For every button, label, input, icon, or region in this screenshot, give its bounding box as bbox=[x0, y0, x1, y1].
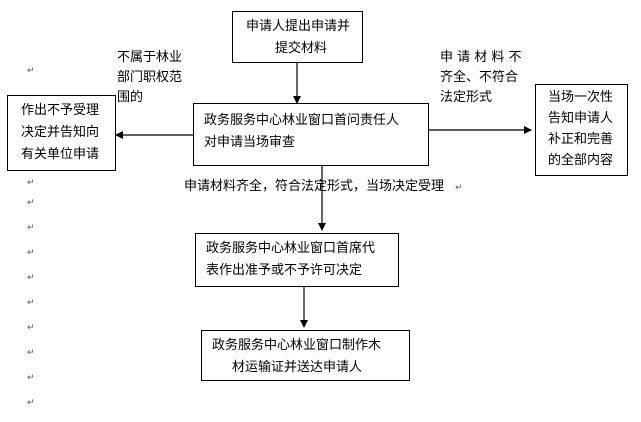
paragraph-mark: ↵ bbox=[27, 178, 35, 188]
box-window-review: 政务服务中心林业窗口首问责任人 对申请当场审查 bbox=[193, 103, 429, 166]
paragraph-mark: ↵ bbox=[455, 183, 463, 193]
label-incomplete-line3: 法定形式 bbox=[440, 90, 493, 105]
box-issue-certificate-line2: 材运输证并送达申请人 bbox=[232, 360, 363, 375]
paragraph-mark: ↵ bbox=[27, 373, 35, 383]
box-issue-certificate-line1: 政务服务中心林业窗口制作木 bbox=[212, 338, 382, 353]
box-notify-once-line3: 补正和完善 bbox=[548, 132, 614, 147]
paragraph-mark: ↵ bbox=[27, 248, 35, 258]
box-notify-once: 当场一次性 告知申请人 补正和完善 的全部内容 bbox=[535, 84, 628, 176]
box-not-accepted: 作出不予受理 决定并告知向 有关单位申请 bbox=[7, 95, 116, 171]
paragraph-mark: ↵ bbox=[27, 273, 35, 283]
label-out-of-scope-line1: 不属于林业 bbox=[117, 50, 183, 65]
box-chief-decision: 政务服务中心林业窗口首席代 表作出准予或不予许可决定 bbox=[195, 233, 399, 287]
paragraph-mark: ↵ bbox=[27, 348, 35, 358]
paragraph-mark: ↵ bbox=[27, 398, 35, 408]
label-out-of-scope-line2: 部门职权范 bbox=[117, 70, 183, 85]
box-not-accepted-line2: 决定并告知向 bbox=[21, 125, 100, 140]
box-notify-once-line1: 当场一次性 bbox=[548, 90, 614, 105]
label-incomplete-line1: 申 请 材 料 不 bbox=[440, 50, 522, 65]
box-window-review-line1: 政务服务中心林业窗口首问责任人 bbox=[204, 113, 400, 128]
label-out-of-scope-line3: 围的 bbox=[117, 90, 144, 105]
box-not-accepted-line1: 作出不予受理 bbox=[21, 103, 100, 118]
label-complete: 申请材料齐全，符合法定形式，当场决定受理 bbox=[184, 179, 445, 194]
box-issue-certificate: 政务服务中心林业窗口制作木 材运输证并送达申请人 bbox=[201, 330, 410, 381]
paragraph-mark: ↵ bbox=[27, 323, 35, 333]
paragraph-mark: ↵ bbox=[27, 66, 35, 76]
paragraph-mark: ↵ bbox=[27, 198, 35, 208]
label-incomplete-line2: 齐全、不符合 bbox=[440, 70, 519, 85]
box-applicant-submit-line2: 提交材料 bbox=[275, 41, 328, 56]
box-chief-decision-line2: 表作出准予或不予许可决定 bbox=[206, 263, 363, 278]
box-chief-decision-line1: 政务服务中心林业窗口首席代 bbox=[206, 241, 376, 256]
box-not-accepted-line3: 有关单位申请 bbox=[21, 147, 100, 162]
box-notify-once-line2: 告知申请人 bbox=[548, 111, 614, 126]
box-applicant-submit-line1: 申请人提出申请并 bbox=[246, 19, 351, 34]
paragraph-mark: ↵ bbox=[27, 223, 35, 233]
paragraph-mark: ↵ bbox=[27, 298, 35, 308]
box-applicant-submit: 申请人提出申请并 提交材料 bbox=[232, 11, 363, 63]
box-window-review-line2: 对申请当场审查 bbox=[204, 135, 296, 150]
box-notify-once-line4: 的全部内容 bbox=[548, 153, 614, 168]
